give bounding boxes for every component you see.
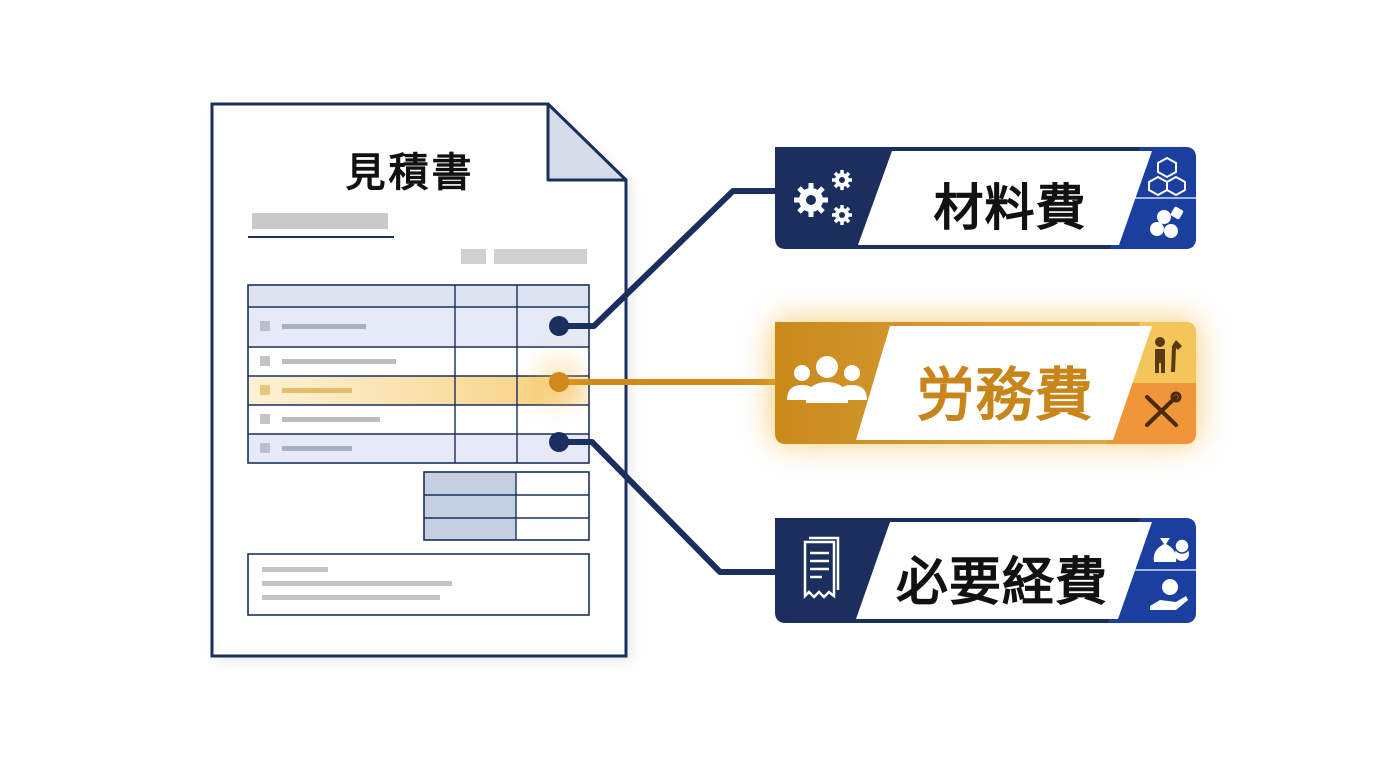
connector-dot <box>549 316 569 336</box>
doc-number-line <box>494 249 587 264</box>
connector-dot <box>549 432 569 452</box>
money-bag-icon <box>1153 538 1190 562</box>
table-row <box>260 356 396 366</box>
tools-icon <box>1145 391 1182 427</box>
table-row <box>260 321 366 331</box>
connectors <box>539 188 775 575</box>
connector-expenses <box>559 439 775 575</box>
doc-date-line <box>461 249 486 264</box>
people-icon <box>787 356 867 403</box>
hand-money-icon <box>1150 579 1188 610</box>
doc-recipient-line <box>252 213 388 229</box>
totals-table <box>423 471 590 541</box>
table-row <box>260 385 352 395</box>
connector-material <box>559 188 775 329</box>
notes-box <box>247 553 590 616</box>
table-row <box>260 443 352 453</box>
worker-icon <box>1155 337 1182 373</box>
estimate-document <box>210 102 632 662</box>
connector-dot <box>549 372 569 392</box>
gears-icon <box>794 170 852 225</box>
items-table <box>247 284 590 464</box>
category-label-expenses: 必要経費 <box>895 553 1108 613</box>
category-card-expenses <box>775 518 1196 623</box>
category-card-material <box>775 147 1196 249</box>
category-label-labor: 労務費 <box>916 361 1094 429</box>
document-title: 見積書 <box>345 150 475 196</box>
category-card-labor <box>770 318 1200 446</box>
materials-icon <box>1150 206 1184 238</box>
folded-corner <box>546 102 628 182</box>
boxes-icon <box>1148 156 1186 197</box>
category-label-material: 材料費 <box>933 179 1087 237</box>
receipt-icon <box>803 536 840 600</box>
table-row <box>260 414 380 424</box>
